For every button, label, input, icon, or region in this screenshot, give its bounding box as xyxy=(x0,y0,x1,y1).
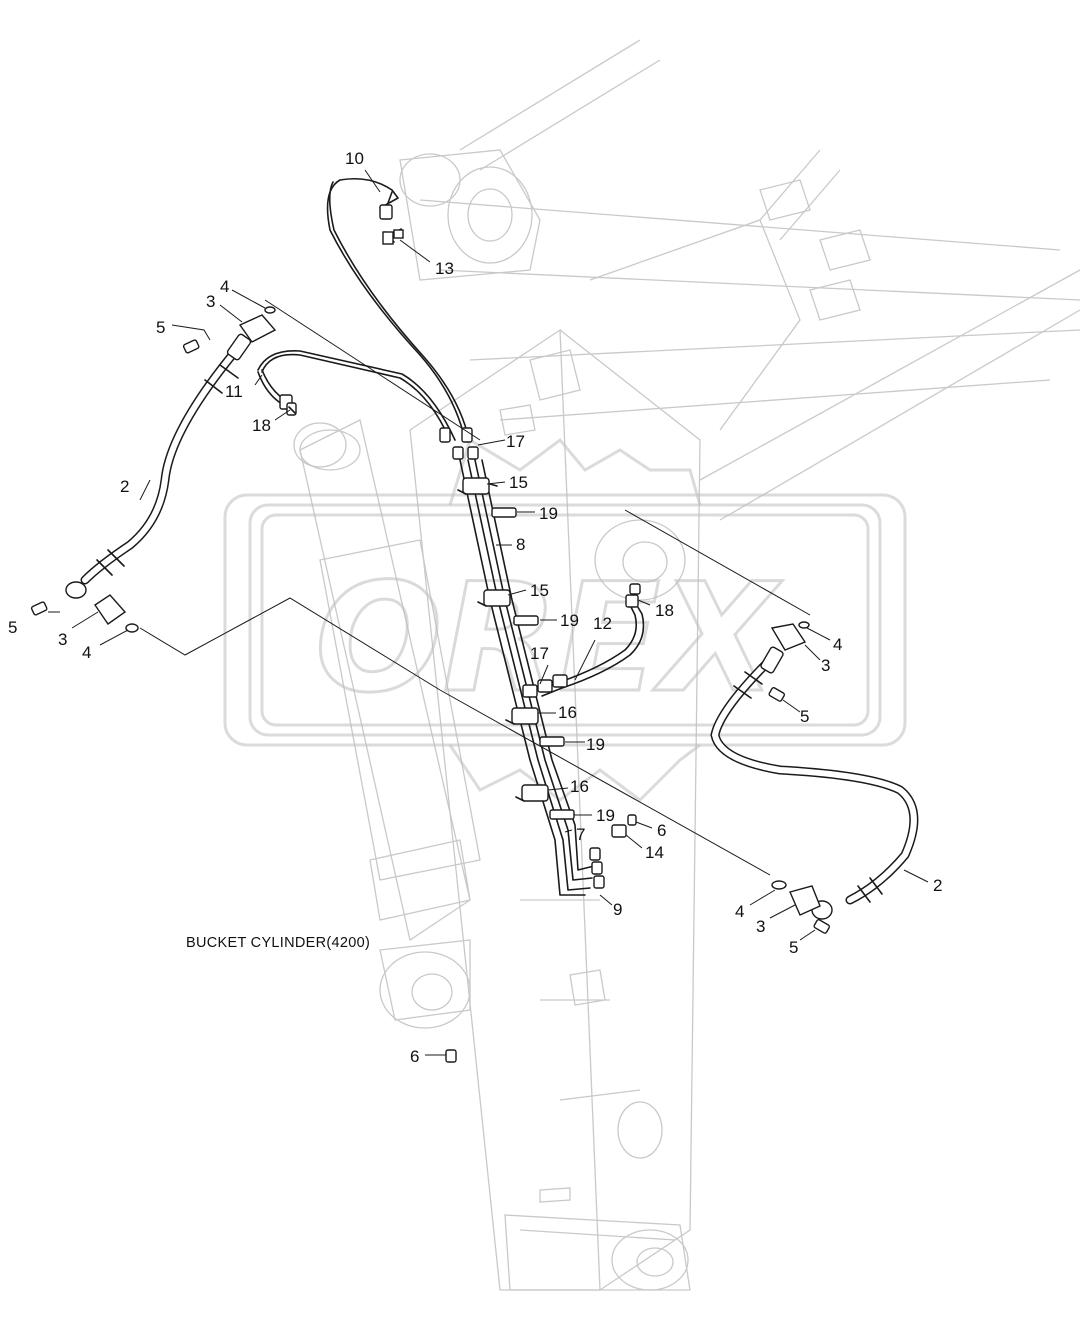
callout-18: 18 xyxy=(655,601,674,620)
parts-lineart xyxy=(30,177,919,1063)
callout-9: 9 xyxy=(613,900,622,919)
callout-3: 3 xyxy=(756,917,765,936)
callout-19: 19 xyxy=(596,806,615,825)
callout-10: 10 xyxy=(345,149,364,168)
bucket-cylinder-label: BUCKET CYLINDER(4200) xyxy=(186,935,370,951)
callout-17: 17 xyxy=(530,644,549,663)
callout-16: 16 xyxy=(558,703,577,722)
leader-lines xyxy=(48,169,929,1056)
watermark: OREX xyxy=(223,437,907,802)
background-machinery xyxy=(293,39,1081,1291)
callout-5: 5 xyxy=(8,618,17,637)
callout-17: 17 xyxy=(506,432,525,451)
callout-5: 5 xyxy=(156,318,165,337)
callout-13: 13 xyxy=(435,259,454,278)
callout-6: 6 xyxy=(410,1047,419,1066)
callout-4: 4 xyxy=(833,635,842,654)
callout-15: 15 xyxy=(509,473,528,492)
callout-4: 4 xyxy=(82,643,91,662)
callout-16: 16 xyxy=(570,777,589,796)
callouts: 10 13 4 3 5 11 18 17 15 2 19 8 15 19 18 … xyxy=(8,149,942,1066)
callout-3: 3 xyxy=(821,656,830,675)
callout-3: 3 xyxy=(58,630,67,649)
callout-15: 15 xyxy=(530,581,549,600)
callout-8: 8 xyxy=(516,535,525,554)
callout-3: 3 xyxy=(206,292,215,311)
callout-19: 19 xyxy=(539,504,558,523)
callout-6: 6 xyxy=(657,821,666,840)
callout-19: 19 xyxy=(586,735,605,754)
watermark-logo: OREX xyxy=(315,552,782,726)
callout-11: 11 xyxy=(225,382,243,401)
callout-5: 5 xyxy=(789,938,798,957)
callout-4: 4 xyxy=(735,902,744,921)
callout-12: 12 xyxy=(593,614,612,633)
callout-2: 2 xyxy=(933,876,942,895)
callout-2: 2 xyxy=(120,477,129,496)
callout-4: 4 xyxy=(220,277,229,296)
callout-5: 5 xyxy=(800,707,809,726)
callout-14: 14 xyxy=(645,843,664,862)
callout-18: 18 xyxy=(252,416,271,435)
callout-7: 7 xyxy=(576,825,585,844)
callout-19: 19 xyxy=(560,611,579,630)
